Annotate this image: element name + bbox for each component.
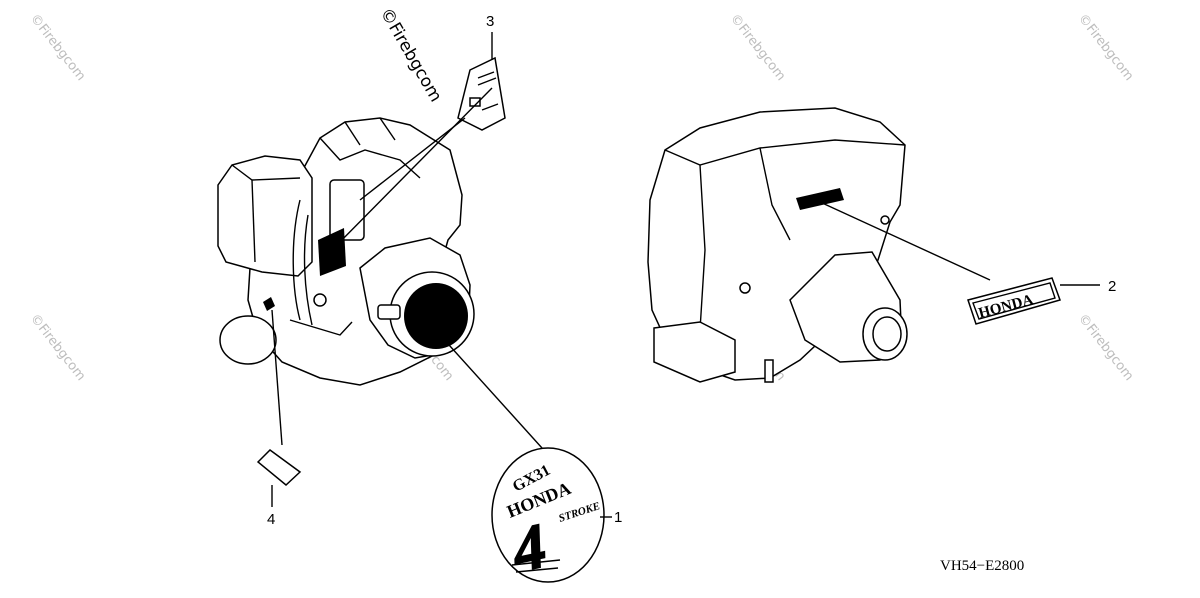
label-3-mount	[318, 228, 346, 276]
decal-4-small-label	[256, 449, 302, 486]
watermark-top-right: ©Firebgcom	[1075, 11, 1136, 84]
callout-4: 4	[267, 511, 275, 528]
watermark-mid-right: ©Firebgcom	[1075, 311, 1136, 384]
label-4-mount	[263, 297, 275, 311]
watermark-top-left: ©Firebgcom	[27, 11, 88, 84]
watermark-top-mid: ©Firebgcom	[727, 11, 788, 84]
decal-2-brand-strip: HONDA	[967, 277, 1061, 325]
watermark-layer: ©Firebgcom ©Firebgcom ©Firebgcom ©Firebg…	[27, 11, 1136, 384]
decal-1-emblem: GX31 HONDA 4 STROKE	[491, 447, 605, 587]
diagram-code: VH54−E2800	[940, 558, 1024, 574]
leader-lines	[271, 32, 1100, 518]
emblem-1-mount	[404, 283, 468, 349]
label-2-mount	[796, 188, 844, 210]
watermark-mid-left: ©Firebgcom	[27, 311, 88, 384]
engine-left	[217, 117, 475, 386]
engine-right	[647, 107, 908, 383]
callout-1: 1	[614, 509, 622, 526]
callout-2: 2	[1108, 278, 1116, 295]
watermark-main: ©Firebgcom	[376, 5, 446, 106]
decal-3-instruction-label	[457, 56, 506, 131]
callout-3: 3	[486, 13, 494, 30]
